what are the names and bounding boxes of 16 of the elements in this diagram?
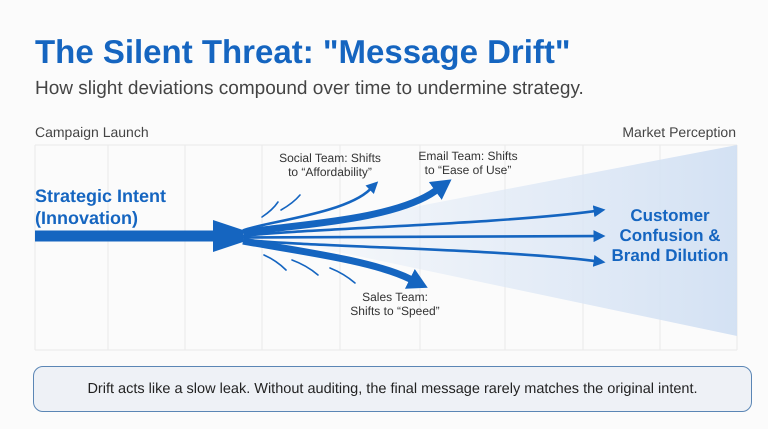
branch-arrow xyxy=(242,182,380,232)
branch-label: Email Team: Shifts to “Ease of Use” xyxy=(414,149,522,177)
subtitle: How slight deviations compound over time to undermine strategy. xyxy=(35,77,584,100)
title: The Silent Threat: "Message Drift" xyxy=(35,33,571,71)
note-text: Drift acts like a slow leak. Without auditing, the final message rarely matches the original intent. xyxy=(87,380,698,398)
timeline-label: Campaign Launch xyxy=(35,124,149,141)
timeline-label: Market Perception xyxy=(622,124,736,141)
note-panel xyxy=(33,366,752,412)
intent-label: Strategic Intent (Innovation) xyxy=(35,185,168,229)
branch-label: Sales Team: Shifts to “Speed” xyxy=(348,290,442,318)
outcome-label: Customer Confusion & Brand Dilution xyxy=(608,206,732,266)
branch-arrow xyxy=(242,205,606,238)
branch-arrow xyxy=(242,238,606,267)
branch-label: Social Team: Shifts to “Affordability” xyxy=(276,151,384,179)
branch-arrow xyxy=(242,180,452,236)
branch-arrow xyxy=(243,230,606,242)
